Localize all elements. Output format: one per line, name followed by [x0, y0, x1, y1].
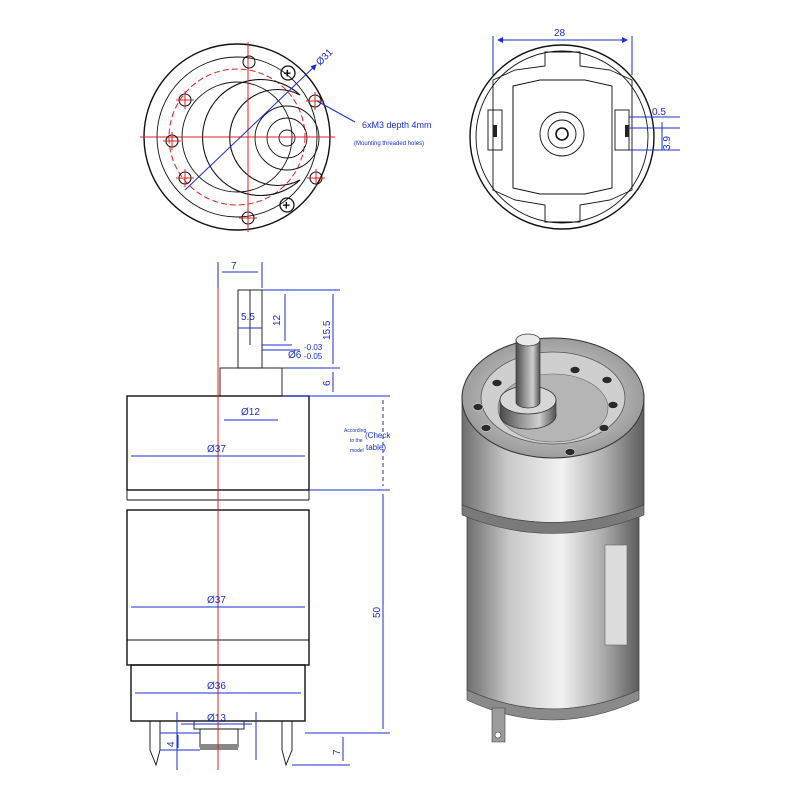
- render-hole: [472, 403, 484, 411]
- rear-bearing-outer: [539, 111, 585, 157]
- side-view: 7 5.5 12 15.5 6 Ø6 -0.03 -0.05 Ø12 Ø37: [126, 261, 391, 770]
- render-hole: [491, 379, 503, 387]
- side-motor-len-label: 50: [372, 606, 383, 618]
- rear-view: 28 0.5 3.9: [469, 28, 680, 230]
- side-terminal-right: [281, 720, 293, 767]
- motor-render: [461, 333, 645, 743]
- side-terminal-len-label: 7: [332, 749, 343, 755]
- render-hole: [480, 424, 492, 432]
- rear-inner-housing: [512, 79, 613, 195]
- render-motor-window: [604, 544, 628, 646]
- rear-housing-outline: [492, 51, 633, 223]
- rear-terminal-right-slot: [625, 125, 629, 137]
- side-shaft-flat-label: 5.5: [241, 312, 255, 323]
- front-mounting-holes: ++: [163, 55, 325, 227]
- render-hole: [598, 424, 610, 432]
- front-holes-subnote: (Mounting threaded holes): [354, 141, 424, 147]
- screw-cross-icon: +: [283, 198, 291, 213]
- side-gb-note-table: table): [366, 443, 386, 452]
- side-terminal-left: [149, 720, 161, 767]
- rear-width-label: 28: [554, 28, 566, 39]
- side-gearbox-dia-label: Ø37: [207, 444, 226, 455]
- side-bearing-base: [200, 744, 238, 750]
- side-gb-note-check: (Check: [365, 431, 391, 440]
- side-bearing-dia-label: Ø13: [207, 713, 226, 724]
- rear-tab-label-a: 0.5: [652, 107, 666, 118]
- side-shaft-dia-label: Ø6: [288, 350, 302, 361]
- render-gearbox-ring: [461, 504, 645, 534]
- side-shaft-width-label: 7: [231, 261, 237, 272]
- side-boss-dia-label: Ø12: [241, 407, 260, 418]
- rear-terminal-left-slot: [493, 125, 497, 137]
- screw-head: [279, 197, 295, 213]
- front-diameter-label: Ø31: [314, 47, 335, 68]
- render-motor-bottom: [466, 689, 640, 721]
- rear-rim-circle: [475, 50, 649, 224]
- front-crescent-recess: [202, 78, 301, 197]
- rear-terminal-left: [487, 109, 503, 151]
- front-holes-leader: [316, 100, 356, 123]
- front-shaft-circle: [278, 129, 296, 147]
- render-shaft-tip: [515, 333, 541, 347]
- side-shaft-len-12-label: 12: [272, 314, 283, 326]
- render-shaft: [515, 339, 541, 409]
- side-boss: [219, 367, 283, 397]
- render-hole: [607, 401, 619, 409]
- side-endcap-dia-label: Ø36: [207, 681, 226, 692]
- render-hole: [564, 448, 576, 456]
- front-diameter-line: [184, 64, 317, 191]
- side-motor-dia-label: Ø37: [207, 595, 226, 606]
- threaded-hole-top: [242, 55, 256, 69]
- side-gb-note-2: to the: [350, 438, 363, 444]
- side-shaft-tol-upper: -0.03: [304, 343, 323, 352]
- side-boss-height-label: 6: [322, 380, 333, 386]
- side-shaft-len-155-label: 15.5: [322, 320, 333, 340]
- render-terminal-hole: [494, 731, 502, 739]
- side-gb-note-1: According: [344, 428, 366, 434]
- rear-outer-circle: [469, 44, 655, 230]
- front-holes-note: 6xM3 depth 4mm: [362, 120, 432, 130]
- rear-bearing-mid: [547, 119, 577, 149]
- front-boss-circle: [266, 117, 308, 159]
- side-shaft-tol-lower: -0.05: [304, 352, 323, 361]
- side-bearing-h-label: 4: [166, 741, 177, 747]
- rear-bearing-inner: [555, 127, 569, 141]
- front-hub-circle: [254, 105, 320, 171]
- screw-head: [280, 65, 296, 81]
- side-gb-note-3: model: [350, 448, 364, 454]
- screw-cross-icon: +: [284, 66, 292, 81]
- front-view: ++ Ø31 6xM3 depth 4mm (Mounting threaded…: [140, 42, 432, 232]
- rear-tab-label-b: 3.9: [662, 136, 673, 150]
- render-hole: [601, 376, 613, 384]
- render-hole: [569, 366, 581, 374]
